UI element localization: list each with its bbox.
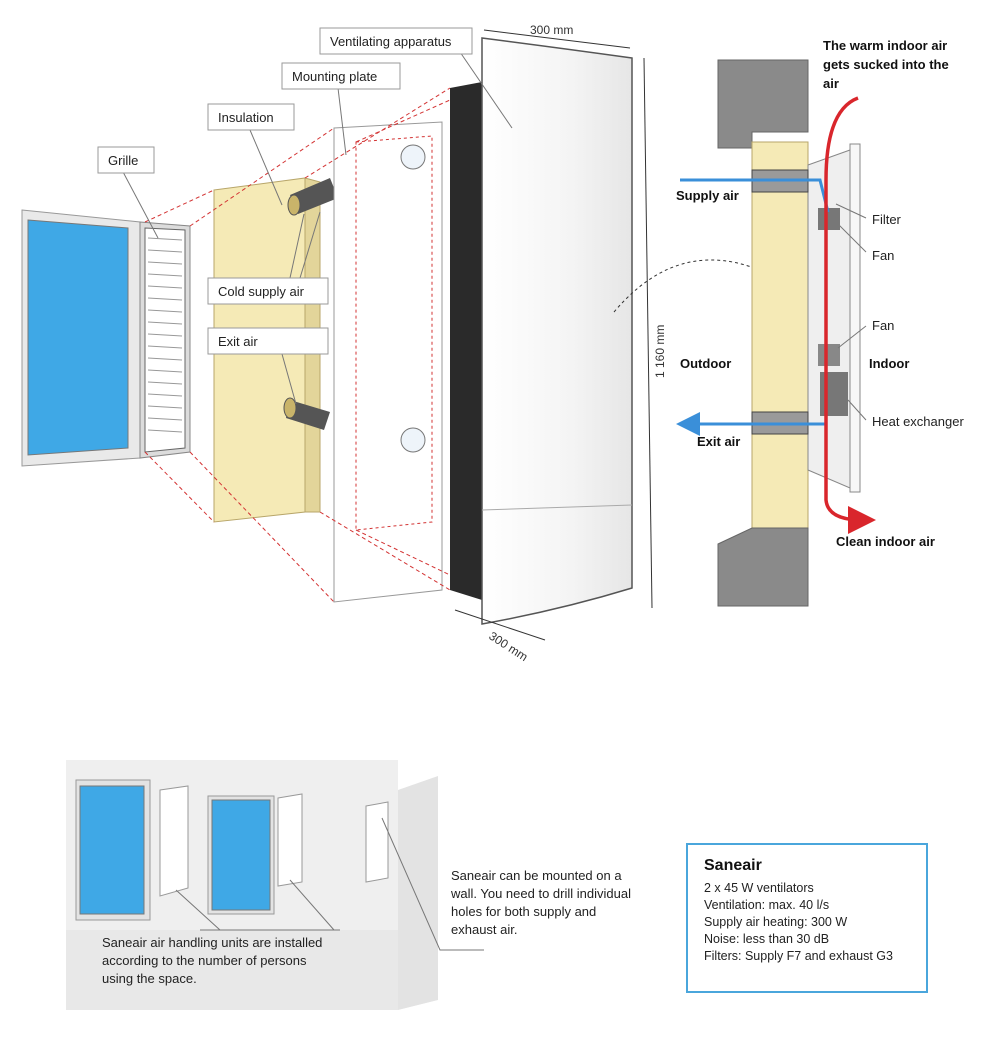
label-outdoor: Outdoor bbox=[680, 356, 731, 371]
label-warm-air-line1: The warm indoor air bbox=[823, 38, 947, 53]
cross-section-wall bbox=[717, 59, 809, 607]
label-cs-exit-air: Exit air bbox=[697, 434, 740, 449]
exit-air-pipe bbox=[283, 397, 330, 430]
spec-line-filters: Filters: Supply F7 and exhaust G3 bbox=[704, 949, 893, 963]
spec-panel: Saneair 2 x 45 W ventilators Ventilation… bbox=[686, 843, 928, 993]
spec-line-noise: Noise: less than 30 dB bbox=[704, 932, 830, 946]
label-ventilating-apparatus: Ventilating apparatus bbox=[330, 34, 452, 49]
wall-note-line-4: exhaust air. bbox=[451, 922, 518, 937]
spec-line-ventilation: Ventilation: max. 40 l/s bbox=[704, 898, 830, 912]
units-note-line-3: using the space. bbox=[102, 971, 197, 986]
label-indoor: Indoor bbox=[869, 356, 909, 371]
label-heat-exchanger: Heat exchanger bbox=[872, 414, 964, 429]
wall-note-line-3: holes for both supply and bbox=[451, 904, 596, 919]
dimension-height: 1 160 mm bbox=[653, 325, 667, 378]
label-grille: Grille bbox=[108, 153, 138, 168]
callout-cold-supply-air: Cold supply air bbox=[207, 211, 329, 305]
dimension-depth: 300 mm bbox=[486, 629, 530, 664]
wall-note-line-2: wall. You need to drill individual bbox=[450, 886, 631, 901]
label-filter: Filter bbox=[872, 212, 902, 227]
callout-mounting-plate: Mounting plate bbox=[281, 62, 401, 156]
label-clean-indoor-air: Clean indoor air bbox=[836, 534, 935, 549]
ventilating-apparatus bbox=[450, 37, 633, 625]
label-warm-air-line3: air bbox=[823, 76, 839, 91]
mounting-plate bbox=[333, 121, 443, 603]
spec-line-ventilators: 2 x 45 W ventilators bbox=[704, 881, 814, 895]
label-fan-bottom: Fan bbox=[872, 318, 894, 333]
label-supply-air: Supply air bbox=[676, 188, 739, 203]
units-note-line-2: according to the number of persons bbox=[102, 953, 307, 968]
label-fan-top: Fan bbox=[872, 248, 894, 263]
callout-ventilating-apparatus: Ventilating apparatus bbox=[319, 27, 513, 129]
grille bbox=[144, 227, 186, 453]
label-mounting-plate: Mounting plate bbox=[292, 69, 377, 84]
cross-section-unit bbox=[807, 143, 861, 493]
guide-lines bbox=[144, 87, 451, 603]
label-exit-air: Exit air bbox=[218, 334, 258, 349]
wall-note-line-1: Saneair can be mounted on a bbox=[451, 868, 622, 883]
label-insulation: Insulation bbox=[218, 110, 274, 125]
label-cold-supply-air: Cold supply air bbox=[218, 284, 305, 299]
callout-insulation: Insulation bbox=[207, 103, 295, 206]
cold-supply-pipe bbox=[287, 178, 338, 216]
label-warm-air-line2: gets sucked into the bbox=[823, 57, 949, 72]
spec-line-heating: Supply air heating: 300 W bbox=[704, 915, 848, 929]
dimension-lines bbox=[454, 29, 653, 641]
callout-grille: Grille bbox=[97, 146, 159, 239]
room-illustration bbox=[66, 760, 484, 1010]
units-note-line-1: Saneair air handling units are installed bbox=[102, 935, 322, 950]
warm-air-arrow bbox=[824, 96, 876, 534]
callout-exit-air: Exit air bbox=[207, 327, 329, 405]
spec-title: Saneair bbox=[704, 857, 762, 874]
dimension-width-top: 300 mm bbox=[530, 23, 573, 37]
